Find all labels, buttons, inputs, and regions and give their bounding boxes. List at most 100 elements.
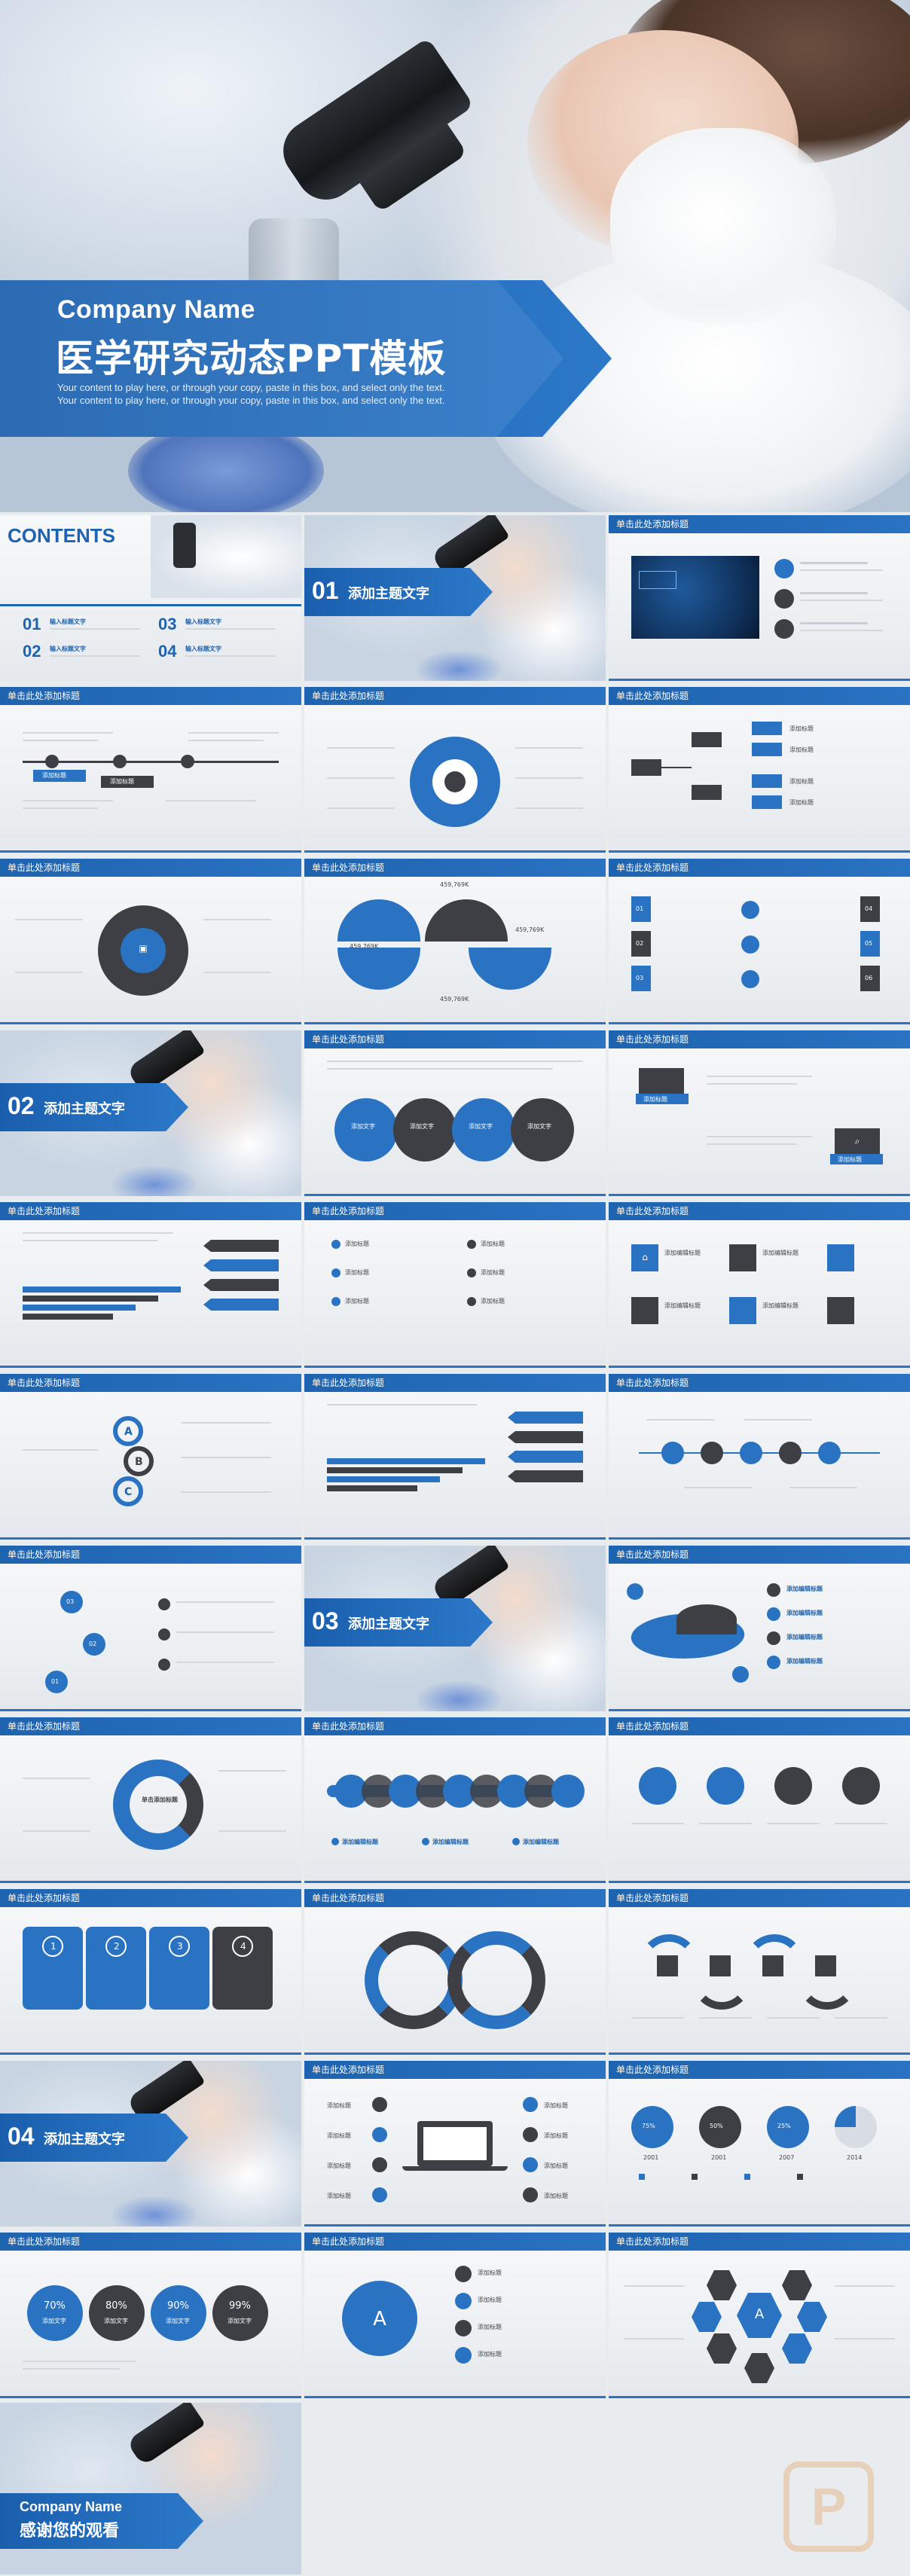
feature-icon-2 bbox=[774, 589, 794, 609]
slide-abc[interactable]: 单击此处添加标题 A B C bbox=[0, 1374, 301, 1540]
slide-laptop[interactable]: 单击此处添加标题 添加标题 添加标题 添加标题 添加标题 添加标题 添加标题 添… bbox=[304, 2061, 606, 2227]
slide-header: 单击此处添加标题 bbox=[609, 1374, 910, 1392]
year-pie-1 bbox=[631, 2106, 673, 2148]
slide-bottom-line bbox=[304, 1194, 606, 1196]
slide-icon-grid[interactable]: 单击此处添加标题 ⌂ 添加编辑标题 添加编辑标题 添加编辑标题 添加编辑标题 bbox=[609, 1202, 910, 1368]
slide-six-steps[interactable]: 单击此处添加标题 01 02 03 04 05 06 bbox=[609, 859, 910, 1024]
year-legend-2 bbox=[692, 2174, 698, 2180]
slide-pie-years[interactable]: 单击此处添加标题 75% 50% 25% 2001 2001 2007 2014 bbox=[609, 2061, 910, 2227]
laptop-left-label-1: 添加标题 bbox=[327, 2102, 351, 2109]
pct-label-4: 添加文字 bbox=[228, 2318, 252, 2324]
watermark-logo-icon: P bbox=[783, 2462, 874, 2552]
app-item-icon-2 bbox=[455, 2293, 472, 2309]
slide-circle-row[interactable]: 单击此处添加标题 bbox=[609, 1374, 910, 1540]
four-icons-text-4 bbox=[835, 1823, 887, 1824]
search-text-1 bbox=[707, 1136, 812, 1137]
slide-overlap-circles[interactable]: 单击此处添加标题 添加编辑标题 添加编辑标题 添加编辑标题 bbox=[304, 1717, 606, 1883]
year-pie-1-pct: 75% bbox=[642, 2123, 655, 2129]
circle-2 bbox=[393, 1098, 457, 1161]
slide-tree-diagram[interactable]: 单击此处添加标题 添加标题 添加标题 添加标题 添加标题 bbox=[609, 687, 910, 853]
slide-wave-icons[interactable]: 单击此处添加标题 bbox=[609, 1889, 910, 2055]
slide-monitor-search[interactable]: 单击此处添加标题 添加标题 ⌕ 添加标题 bbox=[609, 1030, 910, 1196]
wave-text-2 bbox=[699, 2017, 752, 2019]
circle-1 bbox=[334, 1098, 398, 1161]
timeline-dot-3 bbox=[181, 755, 194, 768]
slide-header: 单击此处添加标题 bbox=[0, 1889, 301, 1907]
slide-cycle-arrows[interactable]: 单击此处添加标题 单击添加标题 bbox=[0, 1717, 301, 1883]
slide-image-icons[interactable]: 单击此处添加标题 bbox=[609, 515, 910, 681]
app-item-icon-1 bbox=[455, 2266, 472, 2282]
pin-item-icon-1 bbox=[158, 1598, 170, 1610]
slide-section-02[interactable]: 02 添加主题文字 bbox=[0, 1030, 301, 1196]
tree-leaf-3 bbox=[752, 774, 782, 788]
item-dot-5 bbox=[467, 1268, 476, 1277]
slide-section-04[interactable]: 04 添加主题文字 bbox=[0, 2061, 301, 2227]
feature-icon-1 bbox=[774, 559, 794, 578]
slide-bottom-line bbox=[0, 1709, 301, 1711]
item-dot-4 bbox=[467, 1240, 476, 1249]
slide-bars-arrows-2[interactable]: 单击此处添加标题 bbox=[304, 1374, 606, 1540]
slide-header: 单击此处添加标题 bbox=[609, 515, 910, 533]
slide-hexagons[interactable]: 单击此处添加标题 A bbox=[609, 2233, 910, 2398]
bars2-text-1 bbox=[327, 1404, 478, 1406]
app-item-label-1: 添加标题 bbox=[478, 2269, 502, 2276]
hex-4 bbox=[797, 2302, 827, 2332]
search-label: 添加标题 bbox=[838, 1156, 862, 1163]
overlap-legend-2: 添加编辑标题 bbox=[432, 1839, 469, 1845]
tree-root bbox=[631, 759, 661, 776]
slide-section-01[interactable]: 01 添加主题文字 bbox=[304, 515, 606, 681]
overlap-legend-dot-2 bbox=[422, 1838, 429, 1845]
slide-quarter-pie[interactable]: 单击此处添加标题 459,769K 459,769K 459,769K 459,… bbox=[304, 859, 606, 1024]
slide-percent-circles[interactable]: 单击此处添加标题 70% 添加文字 80% 添加文字 90% 添加文字 99% … bbox=[0, 2233, 301, 2398]
slide-radial-diagram[interactable]: 单击此处添加标题 bbox=[304, 687, 606, 853]
slide-header: 单击此处添加标题 bbox=[304, 1889, 606, 1907]
slide-bottom-line bbox=[609, 2396, 910, 2398]
slide-section-03[interactable]: 03 添加主题文字 bbox=[304, 1546, 606, 1711]
laptop-left-label-2: 添加标题 bbox=[327, 2132, 351, 2139]
laptop-left-icon-4 bbox=[372, 2187, 387, 2202]
app-store-hex-icon: A bbox=[754, 2306, 765, 2322]
timeline-text-a bbox=[23, 732, 113, 734]
slide-thanks[interactable]: Company Name 感谢您的观看 bbox=[0, 2403, 301, 2574]
slide-bars-arrows[interactable]: 单击此处添加标题 bbox=[0, 1202, 301, 1368]
ring-c-letter: C bbox=[124, 1486, 133, 1498]
slide-four-circles[interactable]: 单击此处添加标题 添加文字 添加文字 添加文字 添加文字 bbox=[304, 1030, 606, 1196]
year-legend-3 bbox=[744, 2174, 750, 2180]
slide-bottom-line bbox=[304, 850, 606, 853]
slide-contents[interactable]: CONTENTS 01 输入标题文字 03 输入标题文字 02 输入标题文字 0… bbox=[0, 515, 301, 681]
slide-timeline[interactable]: 单击此处添加标题 添加标题 添加标题 bbox=[0, 687, 301, 853]
cover-description: Your content to play here, or through yo… bbox=[57, 382, 445, 406]
slide-cycle-4[interactable]: 单击此处添加标题 bbox=[304, 1889, 606, 2055]
slide-header: 单击此处添加标题 bbox=[609, 687, 910, 705]
slide-3d-pie[interactable]: 单击此处添加标题 添加编辑标题 添加编辑标题 添加编辑标题 添加编辑标题 bbox=[609, 1546, 910, 1711]
bar-1 bbox=[23, 1286, 181, 1293]
slide-four-icons[interactable]: 单击此处添加标题 bbox=[609, 1717, 910, 1883]
slide-six-items[interactable]: 单击此处添加标题 添加标题 添加标题 添加标题 添加标题 添加标题 添加标题 bbox=[304, 1202, 606, 1368]
overlap-circle-9 bbox=[551, 1775, 585, 1808]
row-circle-5 bbox=[818, 1442, 841, 1464]
timeline-dot-2 bbox=[113, 755, 127, 768]
timeline-label-2-text: 添加标题 bbox=[110, 778, 134, 785]
card-2-num: 2 bbox=[114, 1941, 120, 1952]
slide-bottom-line bbox=[609, 1709, 910, 1711]
search-monitor-icon bbox=[835, 1128, 880, 1158]
pin-text-1 bbox=[176, 1601, 274, 1603]
laptop-right-label-4: 添加标题 bbox=[544, 2193, 568, 2199]
slide-gear[interactable]: 单击此处添加标题 ▣ bbox=[0, 859, 301, 1024]
step-05 bbox=[860, 931, 880, 957]
slide-header: 单击此处添加标题 bbox=[0, 1202, 301, 1220]
laptop-right-icon-1 bbox=[523, 2097, 538, 2112]
chart-icon-tile bbox=[827, 1297, 854, 1324]
slide-pins[interactable]: 单击此处添加标题 03 02 01 bbox=[0, 1546, 301, 1711]
slide-four-cards[interactable]: 单击此处添加标题 1 2 3 4 bbox=[0, 1889, 301, 2055]
cover-title: 医学研究动态PPT模板 bbox=[56, 337, 447, 380]
arrow2-tag-1 bbox=[508, 1412, 583, 1424]
circle-4 bbox=[511, 1098, 574, 1161]
pie-legend-icon-1 bbox=[767, 1583, 780, 1597]
contents-num-3: 03 bbox=[158, 615, 177, 633]
timeline-text-e bbox=[23, 800, 113, 801]
slide-app-circle[interactable]: 单击此处添加标题 A 添加标题 添加标题 添加标题 添加标题 bbox=[304, 2233, 606, 2398]
cover-title-band bbox=[0, 280, 612, 437]
pin-03-num: 03 bbox=[66, 1598, 75, 1605]
slide-header: 单击此处添加标题 bbox=[304, 1202, 606, 1220]
